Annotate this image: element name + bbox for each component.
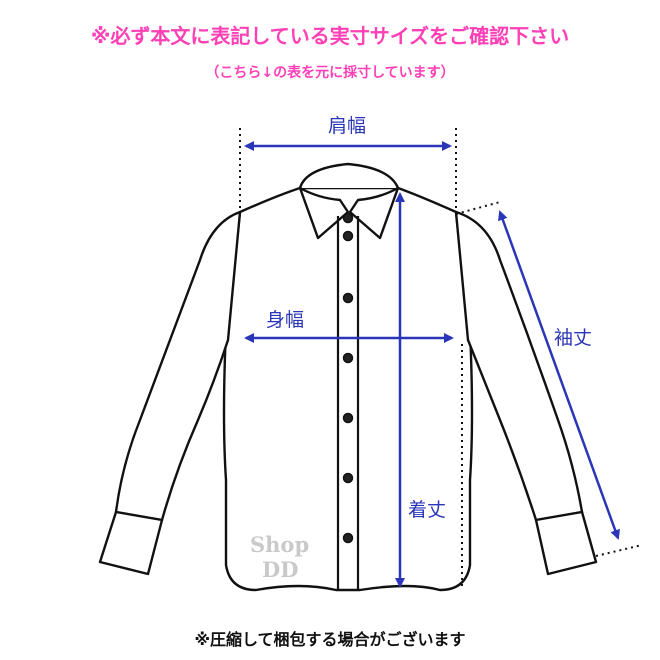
left-sleeve (114, 210, 242, 522)
shirt-button (342, 212, 354, 224)
collar-band (298, 162, 400, 189)
measurement-source-note: （こちら↓の表を元に採寸しています） (205, 65, 455, 81)
shirt-buttons (342, 212, 354, 544)
shirt-button (342, 292, 354, 304)
shirt-button (342, 352, 354, 364)
dotted-guides (239, 128, 643, 590)
shop-watermark-line1: Shop (250, 532, 309, 557)
collar-left (298, 186, 350, 240)
packing-note: ※圧縮して梱包する場合がございます (194, 630, 466, 649)
size-notice: ※必ず本文に表記している実寸サイズをご確認下さい (90, 24, 570, 48)
body-length-label: 着丈 (408, 499, 446, 521)
placket (336, 216, 360, 590)
shop-watermark-line2: DD (262, 557, 298, 582)
sleeve-length-arrow (498, 210, 620, 540)
right-sleeve (454, 210, 584, 522)
sleeve-length-label: 袖丈 (554, 327, 592, 349)
body-width-label: 身幅 (266, 309, 304, 331)
left-cuff (98, 510, 164, 576)
shirt-outline (98, 162, 598, 592)
collar-right (348, 186, 400, 240)
right-cuff (534, 510, 598, 576)
shirt-button (342, 532, 354, 544)
shirt-button (342, 472, 354, 484)
shoulder-width-label: 肩幅 (328, 115, 366, 137)
measurement-arrows (244, 141, 620, 588)
shirt-button (342, 412, 354, 424)
shirt-body (222, 186, 474, 592)
shirt-button (342, 230, 354, 242)
